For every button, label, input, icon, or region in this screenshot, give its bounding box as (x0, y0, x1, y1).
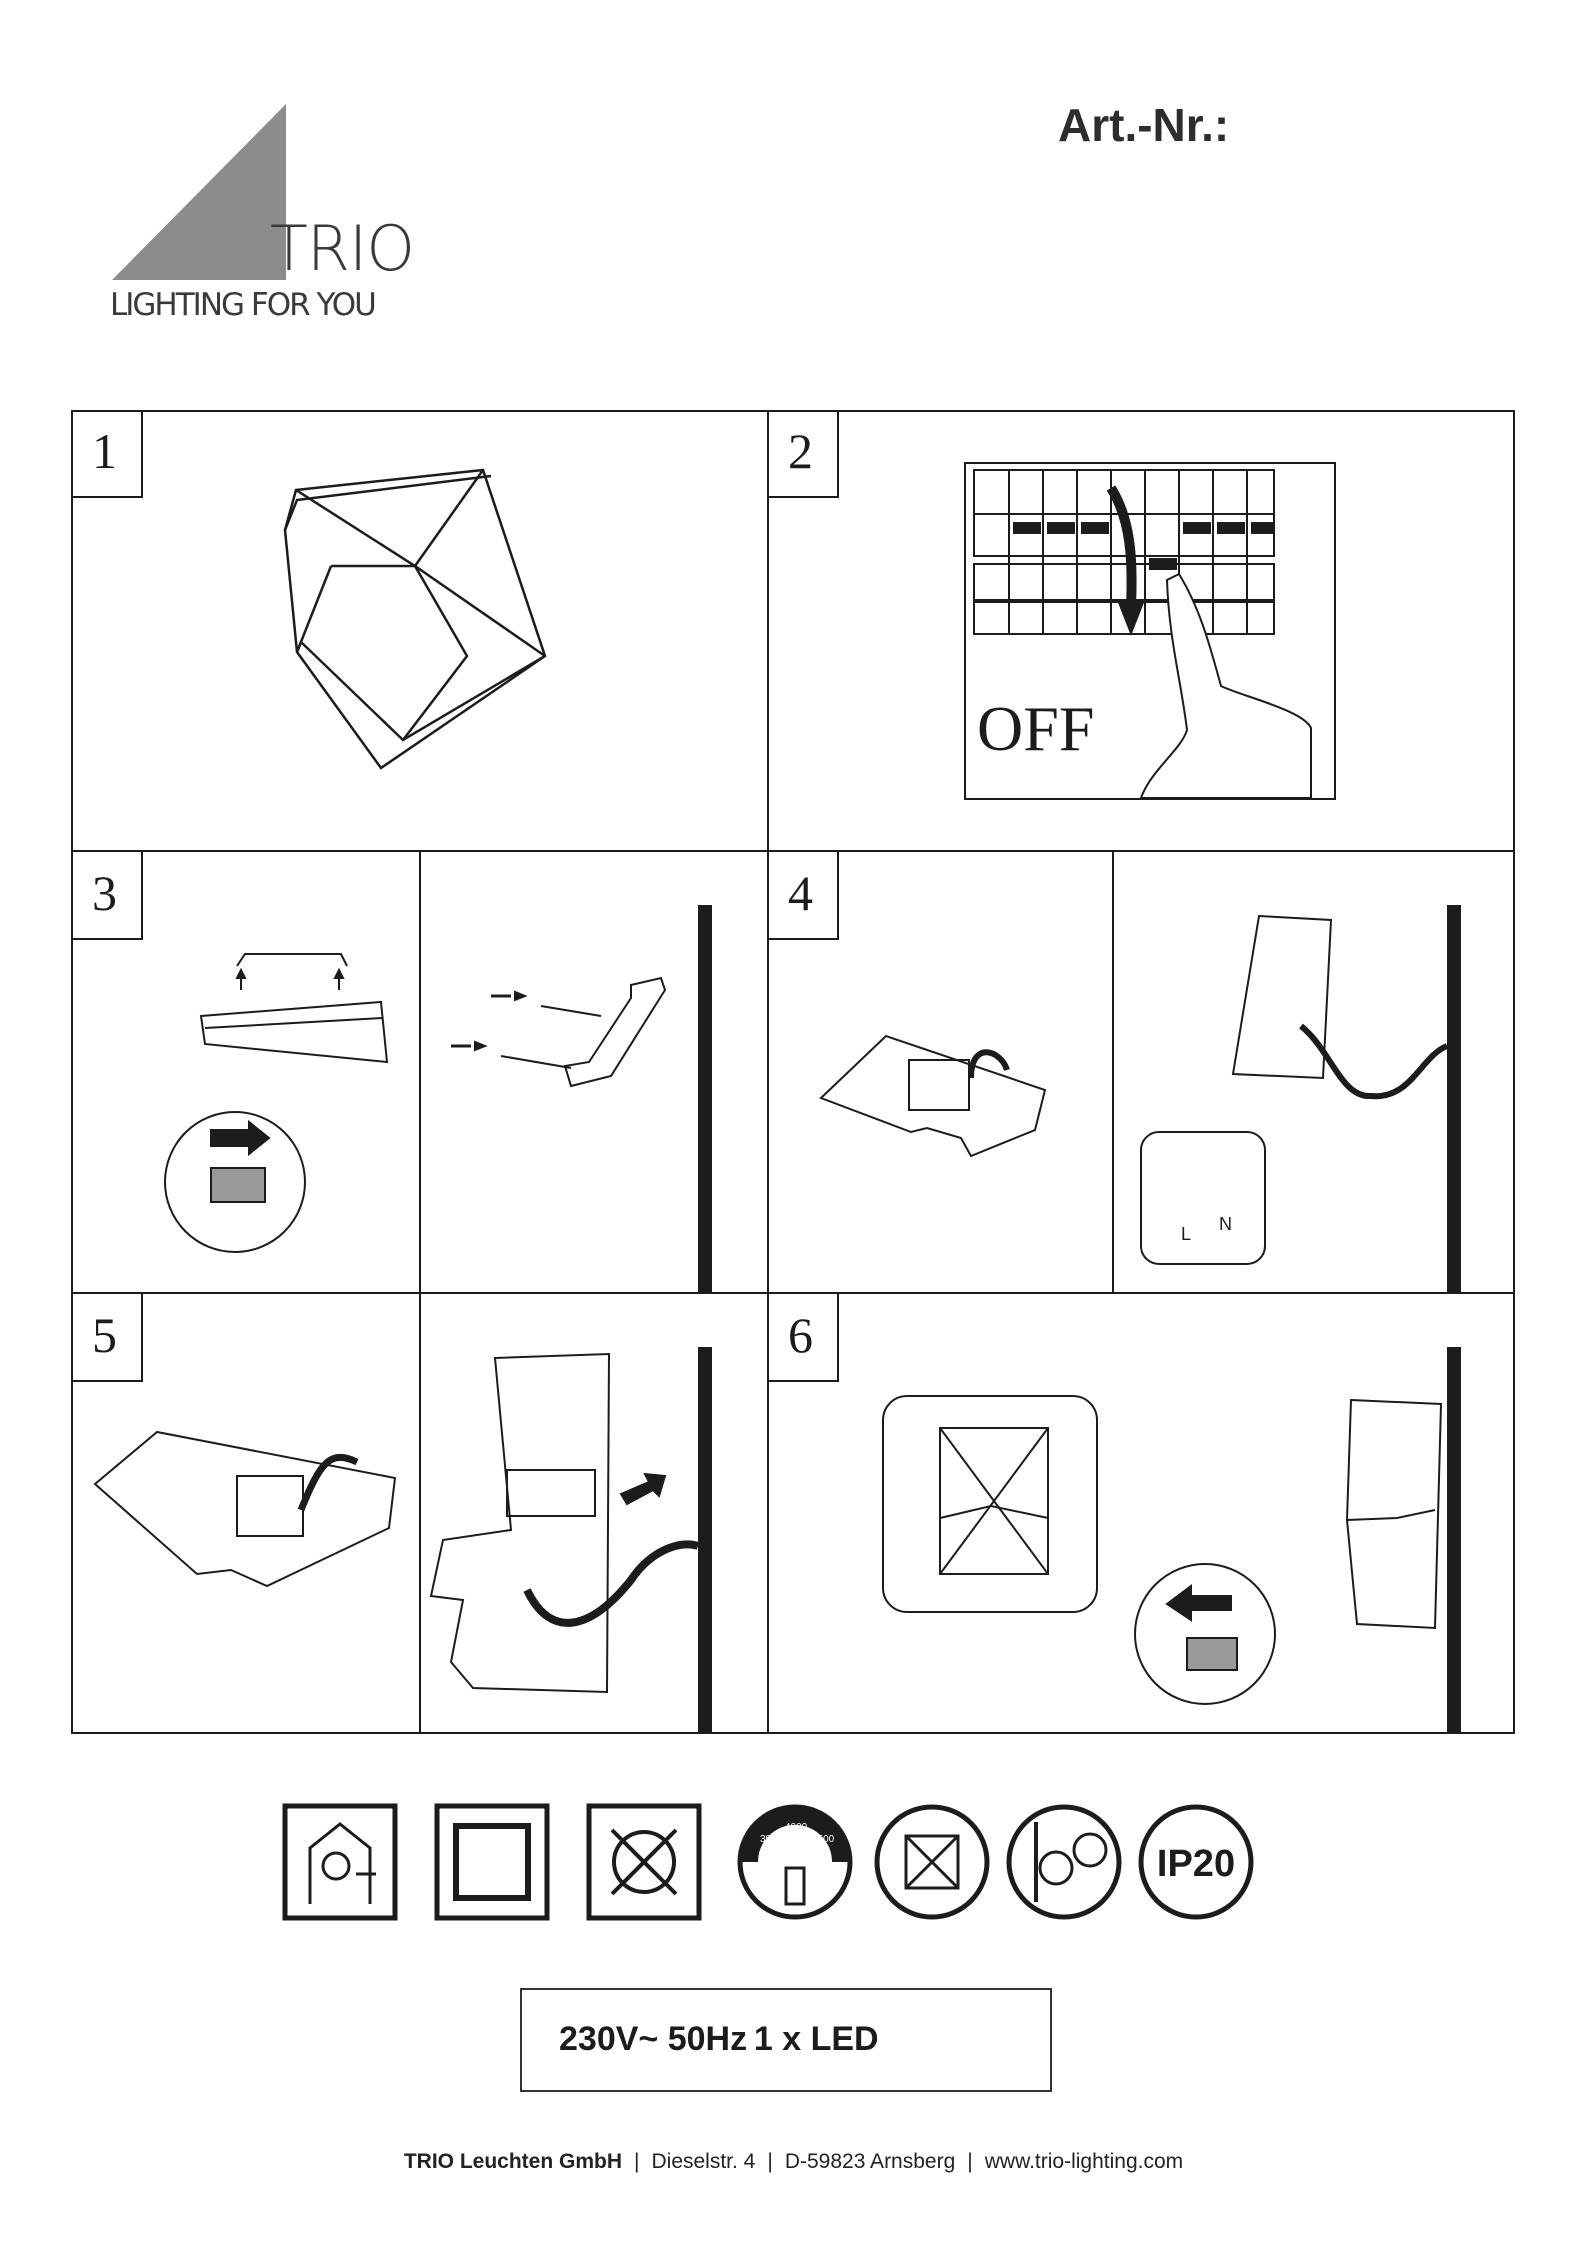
brand-name: TRIO (270, 218, 414, 280)
led-not-replaceable-icon (589, 1806, 699, 1918)
live-wire-label: L (1181, 1224, 1191, 1244)
color-temp-label-1: 3000 (760, 1834, 783, 1845)
electrical-specs-text: 230V~ 50Hz 1 x LED (559, 2020, 879, 2059)
electrical-specs-box: 230V~ 50Hz 1 x LED (520, 1988, 1052, 2092)
step5-mounting-illustration (431, 1347, 712, 1734)
step4-wiring-illustration (821, 1036, 1045, 1156)
not-dimmable-icon (877, 1807, 987, 1917)
installation-steps-grid: OFF L N (71, 410, 1515, 1734)
footer-address: TRIO Leuchten GmbH|Dieselstr. 4|D-59823 … (0, 2150, 1587, 2174)
step-number-4: 4 (788, 864, 813, 922)
step-number-5: 5 (92, 1306, 117, 1364)
step6-finished-illustration (883, 1347, 1461, 1734)
brand-tagline: LIGHTING FOR YOU (110, 290, 375, 321)
neutral-wire-label: N (1219, 1214, 1232, 1234)
product-symbols-row: IP20 3000 4000 6500 (280, 1800, 1260, 1930)
step-number-3: 3 (92, 864, 117, 922)
company-name: TRIO Leuchten GmbH (404, 2150, 622, 2173)
step-number-6: 6 (788, 1306, 813, 1364)
protection-class-2-icon (437, 1806, 547, 1918)
color-temp-label-3: 6500 (812, 1834, 835, 1845)
wall-mount-icon (1009, 1807, 1119, 1917)
article-number-label: Art.-Nr.: (1058, 98, 1229, 152)
street: Dieselstr. 4 (651, 2150, 755, 2173)
indoor-use-icon (285, 1806, 395, 1918)
color-temp-label-2: 4000 (785, 1822, 808, 1833)
website-link[interactable]: www.trio-lighting.com (985, 2150, 1183, 2173)
step1-lamp-illustration (285, 470, 545, 768)
step2-off-caption: OFF (977, 693, 1094, 764)
step5-connect-illustration (95, 1432, 395, 1586)
step3-wall-screw-illustration (451, 905, 712, 1293)
step-number-1: 1 (92, 422, 117, 480)
step4-terminal-illustration: L N (1141, 905, 1461, 1293)
city: D-59823 Arnsberg (785, 2150, 955, 2173)
step3-bracket-removal-illustration (165, 954, 387, 1252)
step-number-2: 2 (788, 422, 813, 480)
ip-rating-text: IP20 (1157, 1843, 1235, 1885)
